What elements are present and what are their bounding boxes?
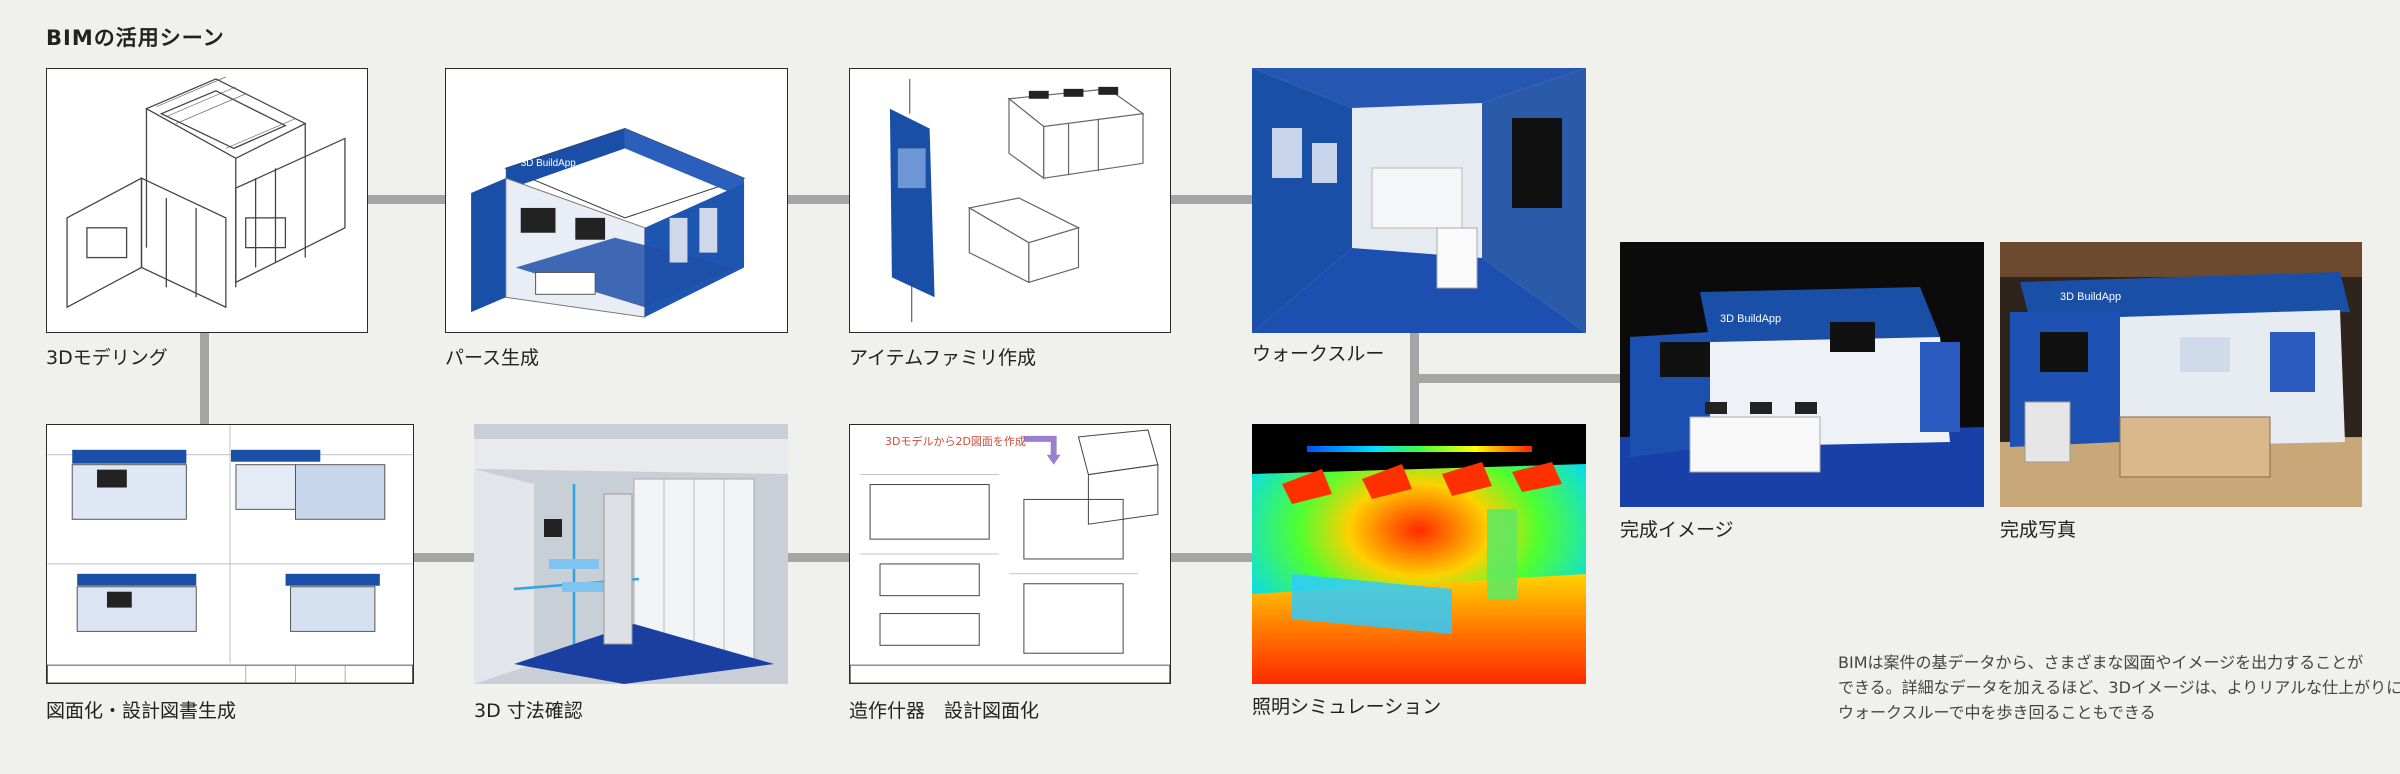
scene-label-perspective: パース生成	[445, 347, 540, 369]
dimension-image	[474, 424, 788, 684]
fixtures-note: 3Dモデルから2D図面を作成	[885, 435, 1026, 448]
finished-image: 3D BuildApp	[1620, 242, 1984, 507]
svg-text:3D BuildApp: 3D BuildApp	[2060, 291, 2121, 303]
scene-label-drawings: 図面化・設計図書生成	[46, 700, 237, 722]
drawings-image	[46, 424, 414, 684]
connector-line	[787, 195, 849, 204]
description-line: BIMは案件の基データから、さまざまな図面やイメージを出力することが	[1838, 653, 2364, 672]
scene-label-dimension: 3D 寸法確認	[474, 700, 583, 722]
connector-line	[413, 553, 475, 562]
description-text: BIMは案件の基データから、さまざまな図面やイメージを出力することが できる。詳…	[1838, 650, 2400, 725]
connector-line	[200, 333, 209, 425]
fixtures-image: 3Dモデルから2D図面を作成	[849, 424, 1171, 684]
scene-label-fixtures: 造作什器 設計図面化	[849, 700, 1040, 722]
item-family-image	[849, 68, 1171, 333]
svg-text:3D BuildApp: 3D BuildApp	[521, 158, 577, 169]
scene-label-walkthrough: ウォークスルー	[1252, 343, 1385, 365]
connector-line	[367, 195, 446, 204]
scene-label-item-family: アイテムファミリ作成	[849, 347, 1036, 369]
scene-label-lighting: 照明シミュレーション	[1252, 696, 1442, 718]
description-line: ウォークスルーで中を歩き回ることもできる	[1838, 703, 2156, 722]
scene-label-modeling: 3Dモデリング	[46, 347, 168, 369]
walkthrough-image	[1252, 68, 1586, 333]
modeling-image	[46, 68, 368, 333]
connector-line	[1170, 553, 1252, 562]
lighting-image	[1252, 424, 1586, 684]
connector-line	[787, 553, 849, 562]
svg-text:3D BuildApp: 3D BuildApp	[1720, 313, 1781, 325]
perspective-image: 3D BuildApp	[445, 68, 788, 333]
connector-line	[1170, 195, 1252, 204]
scene-label-finished-photo: 完成写真	[2000, 519, 2077, 541]
scene-label-finished-image: 完成イメージ	[1620, 519, 1734, 541]
page-title: BIMの活用シーン	[46, 26, 225, 50]
description-line: できる。詳細なデータを加えるほど、3Dイメージは、よりリアルな仕上がりに。	[1838, 678, 2400, 697]
finished-photo: 3D BuildApp	[2000, 242, 2362, 507]
connector-line	[1410, 374, 1620, 383]
